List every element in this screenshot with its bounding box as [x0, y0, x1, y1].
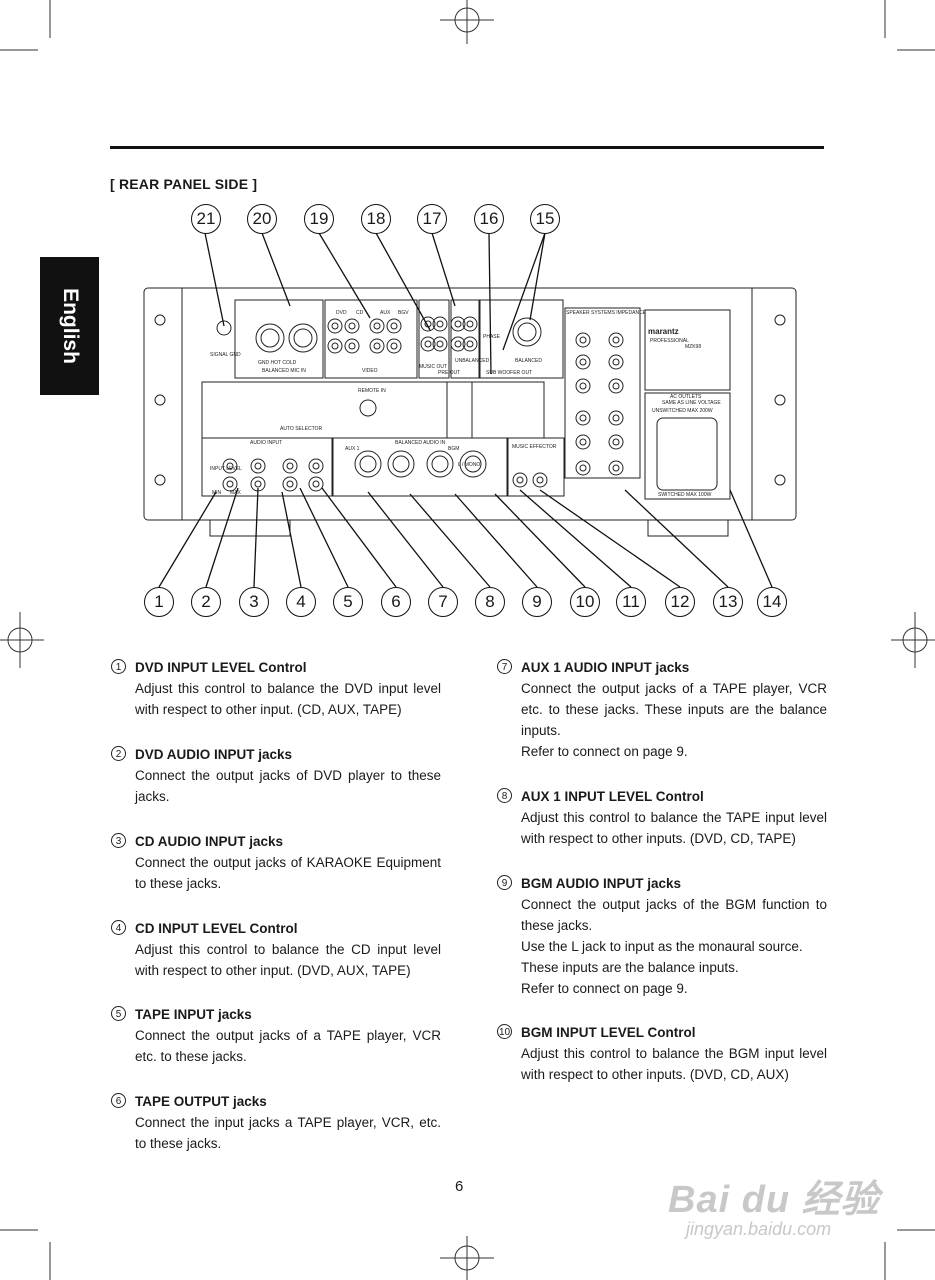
- callout-19: 19: [304, 204, 334, 234]
- item-text: Connect the output jacks of KARAOKE Equi…: [135, 855, 441, 891]
- svg-text:SAME AS LINE VOLTAGE: SAME AS LINE VOLTAGE: [662, 400, 721, 406]
- item-text: Connect the input jacks a TAPE player, V…: [135, 1115, 441, 1151]
- svg-text:UNSWITCHED MAX 200W: UNSWITCHED MAX 200W: [652, 408, 713, 414]
- callout-10: 10: [570, 587, 600, 617]
- item-title: CD AUDIO INPUT jacks: [135, 834, 284, 849]
- item-number: 6: [111, 1093, 126, 1108]
- svg-text:BGV: BGV: [398, 310, 409, 316]
- svg-text:PHASE: PHASE: [483, 334, 501, 340]
- callout-6: 6: [381, 587, 411, 617]
- callout-20: 20: [247, 204, 277, 234]
- svg-text:MIN: MIN: [212, 490, 222, 496]
- item-text: Connect the output jacks of the BGM func…: [521, 897, 827, 933]
- callout-8: 8: [475, 587, 505, 617]
- callout-11: 11: [616, 587, 646, 617]
- item-number: 1: [111, 659, 126, 674]
- item-number: 9: [497, 875, 512, 890]
- item-number: 2: [111, 746, 126, 761]
- svg-text:PRE OUT: PRE OUT: [438, 370, 460, 376]
- callout-12: 12: [665, 587, 695, 617]
- item-title: DVD INPUT LEVEL Control: [135, 660, 307, 675]
- item-number: 4: [111, 920, 126, 935]
- svg-text:L / MONO: L / MONO: [458, 462, 480, 468]
- svg-text:BGM: BGM: [448, 446, 459, 452]
- item-number: 8: [497, 788, 512, 803]
- callout-14: 14: [757, 587, 787, 617]
- header-rule: [110, 146, 824, 149]
- callout-leaders: [158, 232, 773, 588]
- item-text: These inputs are the balance inputs.: [521, 960, 739, 975]
- svg-text:UNBALANCED: UNBALANCED: [455, 358, 490, 364]
- svg-text:BALANCED: BALANCED: [515, 358, 542, 364]
- callout-7: 7: [428, 587, 458, 617]
- svg-text:GND HOT COLD: GND HOT COLD: [258, 360, 297, 366]
- item-title: DVD AUDIO INPUT jacks: [135, 747, 293, 762]
- callout-1: 1: [144, 587, 174, 617]
- item-title: BGM AUDIO INPUT jacks: [521, 876, 682, 891]
- callout-5: 5: [333, 587, 363, 617]
- svg-text:SWITCHED MAX 100W: SWITCHED MAX 100W: [658, 492, 712, 498]
- svg-text:REMOTE IN: REMOTE IN: [358, 388, 386, 394]
- item-text: Connect the output jacks of a TAPE playe…: [135, 1028, 441, 1064]
- item-text: Connect the output jacks of a TAPE playe…: [521, 681, 827, 738]
- svg-text:AUX: AUX: [380, 310, 391, 316]
- item-number: 7: [497, 659, 512, 674]
- item-text: Use the L jack to input as the monaural …: [521, 939, 803, 954]
- callout-9: 9: [522, 587, 552, 617]
- item-text: Refer to connect on page 9.: [521, 744, 688, 759]
- item-title: AUX 1 INPUT LEVEL Control: [521, 789, 704, 804]
- item-title: TAPE OUTPUT jacks: [135, 1094, 267, 1109]
- watermark-logo: Bai du 经验: [668, 1179, 880, 1221]
- page-number: 6: [455, 1178, 464, 1195]
- svg-text:AUTO SELECTOR: AUTO SELECTOR: [280, 426, 322, 432]
- language-tab: English: [40, 257, 99, 395]
- callout-15: 15: [530, 204, 560, 234]
- svg-text:DVD: DVD: [336, 310, 347, 316]
- callout-21: 21: [191, 204, 221, 234]
- svg-text:MZK98: MZK98: [685, 344, 701, 350]
- callout-17: 17: [417, 204, 447, 234]
- callout-16: 16: [474, 204, 504, 234]
- svg-text:BALANCED AUDIO IN: BALANCED AUDIO IN: [395, 440, 446, 446]
- callout-3: 3: [239, 587, 269, 617]
- svg-text:INPUT LEVEL: INPUT LEVEL: [210, 466, 242, 472]
- svg-text:AC OUTLETS: AC OUTLETS: [670, 394, 702, 400]
- svg-text:MUSIC EFFECTOR: MUSIC EFFECTOR: [512, 444, 557, 450]
- callout-2: 2: [191, 587, 221, 617]
- svg-text:PROFESSIONAL: PROFESSIONAL: [650, 338, 689, 344]
- watermark-url: jingyan.baidu.com: [686, 1219, 832, 1239]
- rear-panel-diagram: SIGNAL GND BALANCED MIC IN GND HOT COLD …: [143, 287, 797, 537]
- svg-text:AUX 1: AUX 1: [345, 446, 360, 452]
- item-text: Adjust this control to balance the BGM i…: [521, 1046, 827, 1082]
- baidu-watermark: Bai du 经验 jingyan.baidu.com: [668, 1168, 880, 1240]
- svg-text:BALANCED MIC IN: BALANCED MIC IN: [262, 368, 306, 374]
- item-title: BGM INPUT LEVEL Control: [521, 1025, 696, 1040]
- svg-text:marantz: marantz: [648, 327, 679, 336]
- svg-text:CD: CD: [356, 310, 364, 316]
- svg-text:AUDIO INPUT: AUDIO INPUT: [250, 440, 282, 446]
- item-text: Adjust this control to balance the CD in…: [135, 942, 441, 978]
- item-text: Adjust this control to balance the DVD i…: [135, 681, 441, 717]
- item-title: AUX 1 AUDIO INPUT jacks: [521, 660, 690, 675]
- svg-text:VIDEO: VIDEO: [362, 368, 378, 374]
- item-text: Adjust this control to balance the TAPE …: [521, 810, 827, 846]
- item-number: 5: [111, 1006, 126, 1021]
- item-number: 3: [111, 833, 126, 848]
- callout-13: 13: [713, 587, 743, 617]
- item-text: Refer to connect on page 9.: [521, 981, 688, 996]
- item-title: TAPE INPUT jacks: [135, 1007, 252, 1022]
- item-text: Connect the output jacks of DVD player t…: [135, 768, 441, 804]
- item-number: 10: [497, 1024, 512, 1039]
- svg-text:SUB WOOFER OUT: SUB WOOFER OUT: [486, 370, 532, 376]
- svg-text:SIGNAL GND: SIGNAL GND: [210, 352, 241, 358]
- section-title: [ REAR PANEL SIDE ]: [110, 176, 258, 192]
- svg-text:MUSIC OUT: MUSIC OUT: [419, 364, 447, 370]
- callout-18: 18: [361, 204, 391, 234]
- callout-4: 4: [286, 587, 316, 617]
- svg-text:SPEAKER SYSTEMS IMPEDANCE: SPEAKER SYSTEMS IMPEDANCE: [566, 310, 647, 316]
- item-title: CD INPUT LEVEL Control: [135, 921, 298, 936]
